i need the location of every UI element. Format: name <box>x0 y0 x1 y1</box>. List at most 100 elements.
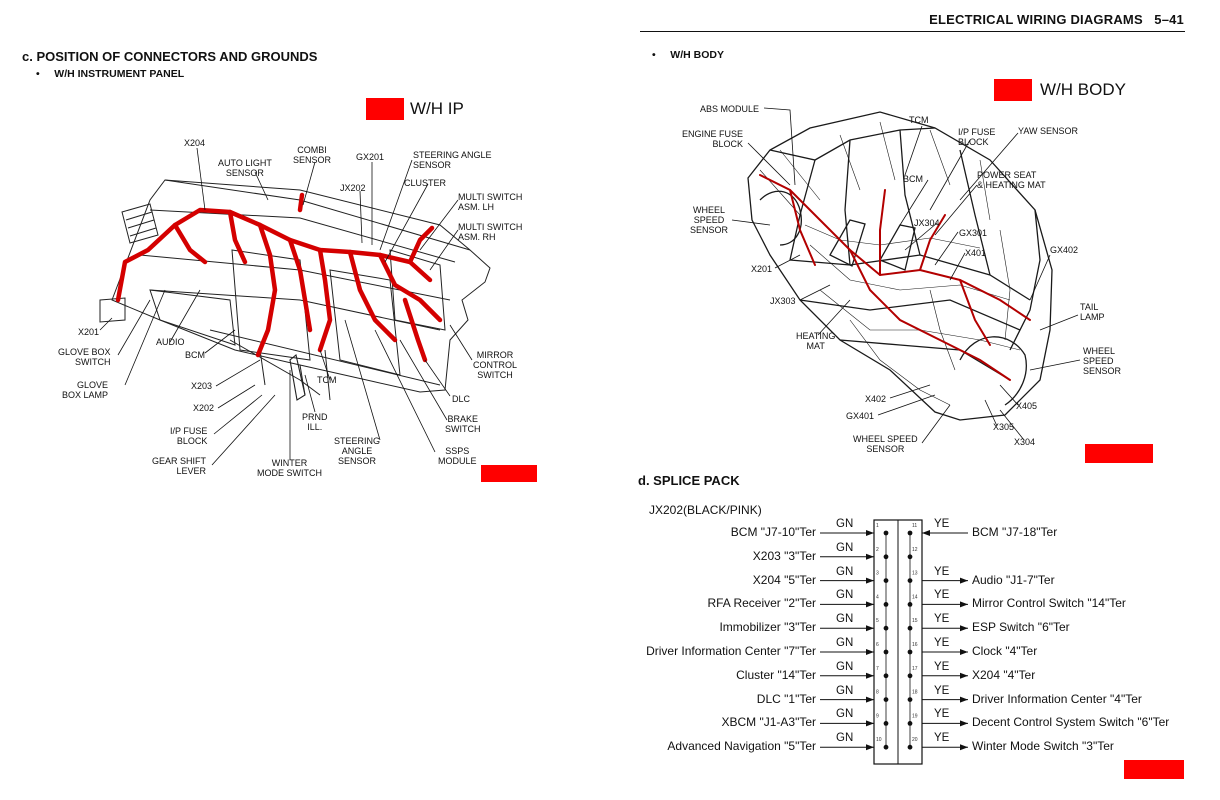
label-ip-fuse-block: I/P FUSE BLOCK <box>170 426 207 446</box>
label-line: & HEATING MAT <box>977 180 1046 190</box>
label-abs-module: ABS MODULE <box>700 104 760 114</box>
body-roof <box>769 127 936 161</box>
label-line: BLOCK <box>958 137 989 147</box>
harness-branch <box>402 297 428 363</box>
splice-pin-number: 4 <box>876 594 879 600</box>
body-floor <box>789 254 1031 301</box>
splice-right-label: ESP Switch "6"Ter <box>972 620 1070 635</box>
label-line: HEATING <box>796 331 836 341</box>
splice-wire-color-right: YE <box>934 708 950 721</box>
label-audio: AUDIO <box>156 337 185 347</box>
splice-right-label: BCM "J7-18"Ter <box>972 525 1058 539</box>
splice-pin-number: 19 <box>912 713 918 719</box>
splice-left-label: Driver Information Center "7"Ter <box>646 644 816 658</box>
label-x202: X202 <box>193 403 215 413</box>
splice-wire-color-left: GN <box>836 732 854 745</box>
splice-wire-color-right: YE <box>934 565 950 578</box>
label-wheel-speed-sensor-bottom: WHEEL SPEED SENSOR <box>853 434 918 454</box>
label-prnd-ill: PRND ILL. <box>302 412 328 432</box>
splice-left-label: RFA Receiver "2"Ter <box>707 596 816 611</box>
arrow-right-icon <box>866 625 874 632</box>
label-wheel-speed-sensor-right: WHEEL SPEED SENSOR <box>1083 346 1121 376</box>
splice-right-label: Mirror Control Switch "14"Ter <box>972 596 1126 611</box>
label-line: STEERING ANGLE <box>413 150 492 160</box>
label-x405: X405 <box>1016 401 1038 411</box>
header-title: ELECTRICAL WIRING DIAGRAMS <box>929 12 1143 27</box>
splice-wire-color-left: GN <box>836 637 854 649</box>
splice-right-label: Decent Control System Switch "6"Ter <box>972 715 1170 730</box>
red-page-marker <box>481 465 537 482</box>
label-line: SENSOR <box>413 160 452 170</box>
wh-body-subtitle-row: • W/H BODY <box>652 49 724 61</box>
label-line: I/P FUSE <box>958 127 996 137</box>
label-line: WHEEL <box>1083 346 1116 356</box>
label-brake-switch: BRAKE SWITCH <box>445 414 481 434</box>
splice-right-label: Driver Information Center "4"Ter <box>972 691 1142 706</box>
arrow-right-icon <box>960 649 968 655</box>
label-engine-fuse-block: ENGINE FUSE BLOCK <box>682 129 743 149</box>
label-gx201: GX201 <box>356 152 385 162</box>
label-power-seat-heating-mat: POWER SEAT & HEATING MAT <box>977 170 1046 190</box>
body-wheelarch <box>959 336 1027 406</box>
label-line: SWITCH <box>477 370 513 380</box>
gear-shift <box>289 354 306 401</box>
splice-wire-color-right: YE <box>934 660 950 673</box>
label-tcm: TCM <box>317 375 337 385</box>
harness-branch <box>255 222 278 358</box>
arrow-right-icon <box>866 530 874 536</box>
arrow-right-icon <box>960 720 968 727</box>
label-line: MAT <box>806 341 825 351</box>
wh-ip-subtitle-row: • W/H INSTRUMENT PANEL <box>36 68 184 80</box>
label-line: AUTO LIGHT <box>218 158 272 168</box>
label-body-x201: X201 <box>751 264 773 274</box>
label-multi-switch-lh: MULTI SWITCH ASM. LH <box>458 192 522 212</box>
label-body-bcm: BCM <box>903 174 923 184</box>
label-jx304: JX304 <box>914 218 940 228</box>
header-rule <box>640 31 1185 32</box>
wh-ip-tag-label: W/H IP <box>410 99 464 118</box>
label-yaw-sensor: YAW SENSOR <box>1018 126 1079 136</box>
splice-right-label: Audio "J1-7"Ter <box>972 572 1055 587</box>
splice-wire-color-right: YE <box>934 684 950 697</box>
label-line: SENSOR <box>1083 366 1122 376</box>
body-floor <box>799 299 1021 331</box>
label-x204: X204 <box>184 138 206 148</box>
label-line: BLOCK <box>176 436 208 446</box>
label-line: ASM. LH <box>458 202 495 212</box>
arrow-right-icon <box>960 696 968 703</box>
splice-pin-number: 6 <box>876 642 879 648</box>
label-line: PRND <box>302 412 328 422</box>
body-harness <box>849 249 1011 381</box>
label-dlc: DLC <box>452 394 471 404</box>
splice-left-label: XBCM "J1-A3"Ter <box>721 715 816 730</box>
label-auto-light-sensor: AUTO LIGHT SENSOR <box>218 158 272 178</box>
label-line: MULTI SWITCH <box>458 192 523 202</box>
body-harness <box>879 189 886 276</box>
splice-wire-color-left: GN <box>836 708 854 721</box>
label-line: SENSOR <box>338 456 377 466</box>
body-wheelarch <box>759 190 802 246</box>
wh-body-tag-marker <box>994 79 1032 101</box>
splice-wire-color-left: GN <box>836 613 854 626</box>
label-steering-angle-sensor-bottom: STEERING ANGLE SENSOR <box>334 436 380 466</box>
splice-pin-number: 3 <box>876 571 879 577</box>
harness-branch <box>407 225 435 265</box>
splice-left-label: X204 "5"Ter <box>752 572 816 587</box>
arrow-left-icon <box>922 530 930 536</box>
label-wheel-speed-sensor-left: WHEEL SPEED SENSOR <box>690 205 728 235</box>
label-line: MULTI SWITCH <box>458 222 523 232</box>
splice-wire-color-right: YE <box>934 637 950 649</box>
label-line: SWITCH <box>445 424 481 434</box>
arrow-right-icon <box>960 625 968 632</box>
splice-pin-number: 11 <box>912 523 917 529</box>
bullet: • <box>652 49 656 61</box>
splice-left-label: Advanced Navigation "5"Ter <box>667 739 816 754</box>
label-x201: X201 <box>78 327 100 337</box>
splice-left-label: X203 "3"Ter <box>752 548 816 563</box>
label-line: ANGLE <box>341 446 373 456</box>
label-line: GLOVE BOX <box>58 347 111 357</box>
bracket <box>99 297 126 323</box>
label-gear-shift-lever: GEAR SHIFT LEVER <box>152 456 206 476</box>
body-seat <box>879 224 916 271</box>
